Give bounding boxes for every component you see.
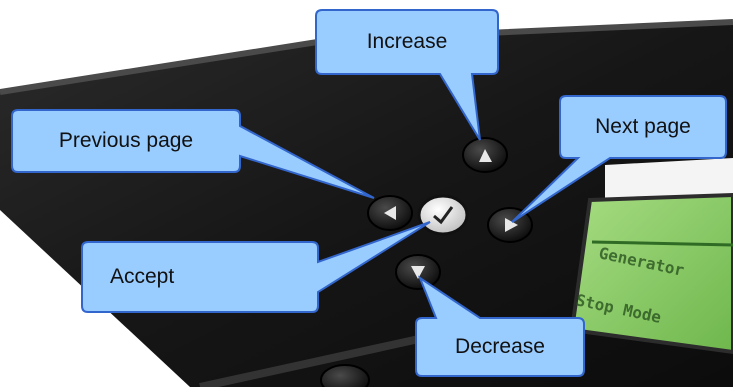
increase-label-text: Increase (366, 30, 448, 53)
triangle-down-icon (411, 266, 425, 279)
decrease-button[interactable] (395, 254, 441, 290)
accept-label: Accept (82, 242, 318, 312)
increase-button[interactable] (462, 137, 508, 173)
triangle-left-icon (384, 206, 396, 220)
next-page-label: Next page (560, 96, 726, 158)
lcd-divider (591, 240, 733, 247)
next-page-label-text: Next page (595, 115, 691, 138)
previous-page-button[interactable] (367, 195, 413, 231)
increase-callout-shape (315, 9, 499, 141)
accept-label-text: Accept (110, 265, 175, 288)
triangle-up-icon (479, 149, 492, 162)
lower-button[interactable] (320, 364, 370, 387)
previous-page-callout-shape (11, 109, 375, 199)
checkmark-icon (433, 206, 454, 225)
triangle-right-icon (505, 218, 518, 232)
increase-label: Increase (316, 10, 498, 74)
label-strip (605, 158, 733, 200)
previous-page-label: Previous page (12, 110, 240, 172)
accept-button[interactable] (417, 194, 469, 236)
decrease-callout-shape (415, 275, 585, 377)
decrease-label-text: Decrease (455, 335, 545, 358)
lcd-screen (569, 192, 733, 355)
accept-callout-shape (81, 221, 431, 313)
previous-page-label-text: Previous page (58, 129, 194, 152)
decrease-label: Decrease (416, 318, 584, 376)
next-page-callout-shape (511, 95, 727, 223)
